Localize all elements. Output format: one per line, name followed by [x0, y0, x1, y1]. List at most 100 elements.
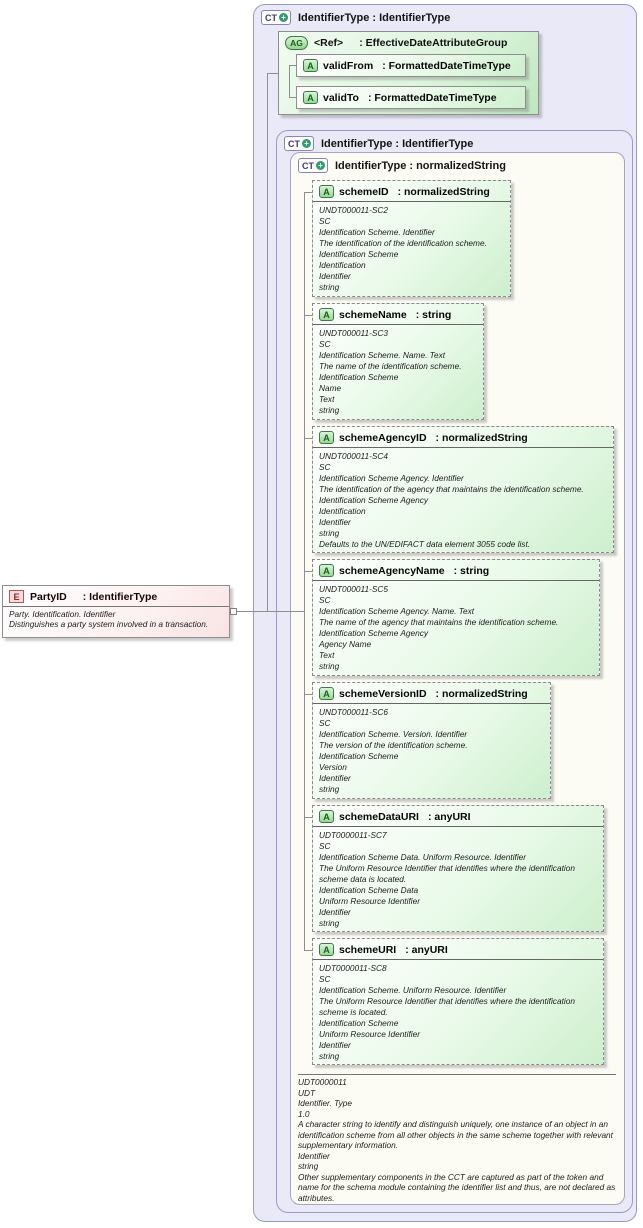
- doc-line: Text: [319, 394, 335, 404]
- attribute-type: : normalizedString: [435, 687, 528, 700]
- inner-type-header: CT + IdentifierType : normalizedString: [291, 153, 624, 173]
- doc-line: 1.0: [298, 1108, 310, 1119]
- attribute-icon: A: [303, 59, 318, 72]
- doc-line: string: [298, 1161, 319, 1171]
- attribute-name: schemeAgencyID: [339, 431, 427, 444]
- attribute-name: schemeURI: [339, 943, 397, 956]
- attribute-type: : anyURI: [405, 943, 448, 956]
- connector-line: [267, 73, 268, 612]
- doc-line: Identification Scheme: [319, 372, 399, 382]
- attribute-group-ref: <Ref>: [314, 37, 344, 49]
- attribute-header: A schemeAgencyID : normalizedString: [313, 427, 613, 448]
- attribute-name: schemeAgencyName: [339, 564, 445, 577]
- attribute-type: : normalizedString: [397, 185, 490, 198]
- doc-line: The Uniform Resource Identifier that ide…: [319, 863, 575, 884]
- doc-line: SC: [319, 974, 331, 984]
- doc-line: string: [319, 784, 340, 794]
- doc-line: string: [319, 1051, 340, 1061]
- attribute-group-icon: AG: [285, 36, 308, 50]
- doc-line: Version: [319, 762, 347, 772]
- doc-line: The identification of the identification…: [319, 238, 487, 248]
- connector-line: [267, 73, 278, 74]
- doc-line: Party. Identification. Identifier: [9, 609, 116, 619]
- doc-line: Text: [319, 650, 335, 660]
- attribute-name: schemeDataURI: [339, 810, 419, 823]
- doc-line: Identification Scheme. Version. Identifi…: [319, 729, 468, 739]
- attribute-icon: A: [319, 564, 334, 577]
- doc-line: Identification Scheme Agency: [319, 495, 428, 505]
- middle-type-header: CT + IdentifierType : IdentifierType: [277, 131, 632, 151]
- doc-line: The version of the identification scheme…: [319, 740, 468, 750]
- connector-line: [304, 694, 312, 695]
- doc-line: SC: [319, 339, 331, 349]
- expand-icon: +: [302, 139, 311, 148]
- attribute-schemeAgencyID[interactable]: A schemeAgencyID : normalizedString UNDT…: [312, 426, 614, 553]
- doc-line: Identifier. Type: [298, 1098, 352, 1108]
- doc-line: UDT0000011-SC7: [319, 830, 387, 840]
- doc-line: Identification Scheme Data. Uniform Reso…: [319, 852, 527, 862]
- doc-line: Uniform Resource Identifier: [319, 896, 420, 906]
- doc-line: Identification Scheme: [319, 1018, 399, 1028]
- attribute-header: A validTo : FormattedDateTimeType: [297, 87, 525, 107]
- doc-line: string: [319, 918, 340, 928]
- doc-line: Name: [319, 383, 342, 393]
- doc-line: Identification Scheme Agency. Identifier: [319, 473, 464, 483]
- connector-line: [289, 97, 296, 98]
- attribute-header: A schemeName : string: [313, 304, 483, 325]
- attribute-header: A schemeVersionID : normalizedString: [313, 683, 550, 704]
- attribute-header: A validFrom : FormattedDateTimeType: [297, 55, 525, 75]
- doc-line: UNDT000011-SC4: [319, 451, 389, 461]
- inner-type-title: IdentifierType : normalizedString: [335, 159, 506, 172]
- doc-line: The name of the identification scheme.: [319, 361, 462, 371]
- attribute-name: schemeID: [339, 185, 389, 198]
- attribute-validTo[interactable]: A validTo : FormattedDateTimeType: [296, 86, 526, 109]
- element-partyid[interactable]: E PartyID : IdentifierType Party. Identi…: [2, 585, 230, 638]
- connector-line: [304, 950, 312, 951]
- complextype-icon[interactable]: CT +: [298, 158, 328, 173]
- attribute-schemeAgencyName[interactable]: A schemeAgencyName : string UNDT000011-S…: [312, 559, 600, 676]
- ct-badge-label: CT: [265, 12, 277, 23]
- connector-line: [304, 315, 312, 316]
- doc-line: The name of the agency that maintains th…: [319, 617, 559, 627]
- attribute-schemeVersionID[interactable]: A schemeVersionID : normalizedString UND…: [312, 682, 551, 799]
- doc-line: UNDT000011-SC2: [319, 205, 389, 215]
- doc-line: string: [319, 528, 340, 538]
- doc-line: Identification: [319, 506, 366, 516]
- doc-line: Identifier: [319, 271, 351, 281]
- attribute-name: schemeVersionID: [339, 687, 427, 700]
- doc-line: Uniform Resource Identifier: [319, 1029, 420, 1039]
- connector-line: [304, 438, 312, 439]
- attribute-icon: A: [319, 810, 334, 823]
- attribute-icon: A: [319, 687, 334, 700]
- doc-line: UNDT000011-SC3: [319, 328, 389, 338]
- doc-line: Identification Scheme: [319, 751, 399, 761]
- doc-line: The identification of the agency that ma…: [319, 484, 584, 494]
- connector-handle: [230, 608, 237, 615]
- complextype-icon[interactable]: CT +: [261, 10, 291, 25]
- doc-line: Identification Scheme. Identifier: [319, 227, 435, 237]
- attribute-icon: A: [319, 308, 334, 321]
- element-type: : IdentifierType: [82, 590, 158, 603]
- attribute-type: : FormattedDateTimeType: [382, 59, 511, 72]
- doc-line: Identification: [319, 260, 366, 270]
- doc-line: Identifier: [298, 1150, 330, 1161]
- complextype-icon[interactable]: CT +: [284, 136, 314, 151]
- connector-line: [237, 611, 304, 612]
- attribute-schemeID[interactable]: A schemeID : normalizedString UNDT000011…: [312, 180, 511, 297]
- doc-line: Identification Scheme Agency: [319, 628, 428, 638]
- doc-line: SC: [319, 718, 331, 728]
- attribute-validFrom[interactable]: A validFrom : FormattedDateTimeType: [296, 54, 526, 77]
- outer-type-title: IdentifierType : IdentifierType: [298, 11, 451, 24]
- doc-line: The Uniform Resource Identifier that ide…: [319, 996, 575, 1017]
- doc-line: UDT0000011: [298, 1077, 347, 1087]
- doc-line: Identification Scheme Data: [319, 885, 419, 895]
